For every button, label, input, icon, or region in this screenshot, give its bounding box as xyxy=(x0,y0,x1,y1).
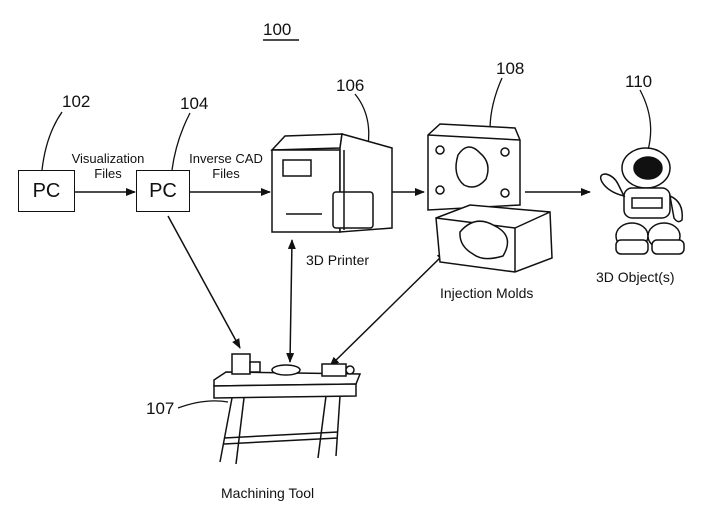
ref-104: 104 xyxy=(180,94,209,113)
caption-3d-objects: 3D Object(s) xyxy=(596,269,675,285)
ref-108: 108 xyxy=(496,59,525,78)
leader-110 xyxy=(639,89,652,151)
caption-machining-tool: Machining Tool xyxy=(221,485,315,501)
edge-label-line: Files xyxy=(212,165,240,181)
ref-110: 110 xyxy=(625,72,653,91)
pc-label: PC xyxy=(32,179,61,202)
arrow-machining-molds xyxy=(329,251,447,367)
ref-102: 102 xyxy=(62,92,91,111)
pc-box-104: PC xyxy=(136,170,190,212)
leader-102 xyxy=(41,111,63,171)
ref-106: 106 xyxy=(336,76,365,95)
machining-illustration xyxy=(213,353,362,465)
figure-number: 100 xyxy=(263,20,292,39)
edge-label-line: Inverse CAD xyxy=(189,151,263,166)
printer-illustration xyxy=(270,133,393,233)
astronaut-illustration xyxy=(599,147,685,255)
leader-104 xyxy=(171,112,191,171)
caption-3d-printer: 3D Printer xyxy=(306,252,370,268)
molds-illustration xyxy=(427,123,553,273)
arrow-printer-machining xyxy=(286,239,296,363)
edge-label-visualization-files: Visualization Files xyxy=(67,151,149,182)
pc-label: PC xyxy=(149,179,177,202)
arrow-pc2-machining xyxy=(167,215,241,349)
pc-box-102: PC xyxy=(18,170,75,212)
leader-108 xyxy=(489,77,503,131)
edge-label-line: Files xyxy=(94,165,122,181)
caption-injection-molds: Injection Molds xyxy=(440,285,534,301)
leader-107 xyxy=(177,400,229,409)
edge-label-line: Visualization xyxy=(71,151,145,166)
ref-107: 107 xyxy=(146,399,175,418)
edge-label-inverse-cad-files: Inverse CAD Files xyxy=(186,151,266,182)
leader-106 xyxy=(354,93,370,146)
